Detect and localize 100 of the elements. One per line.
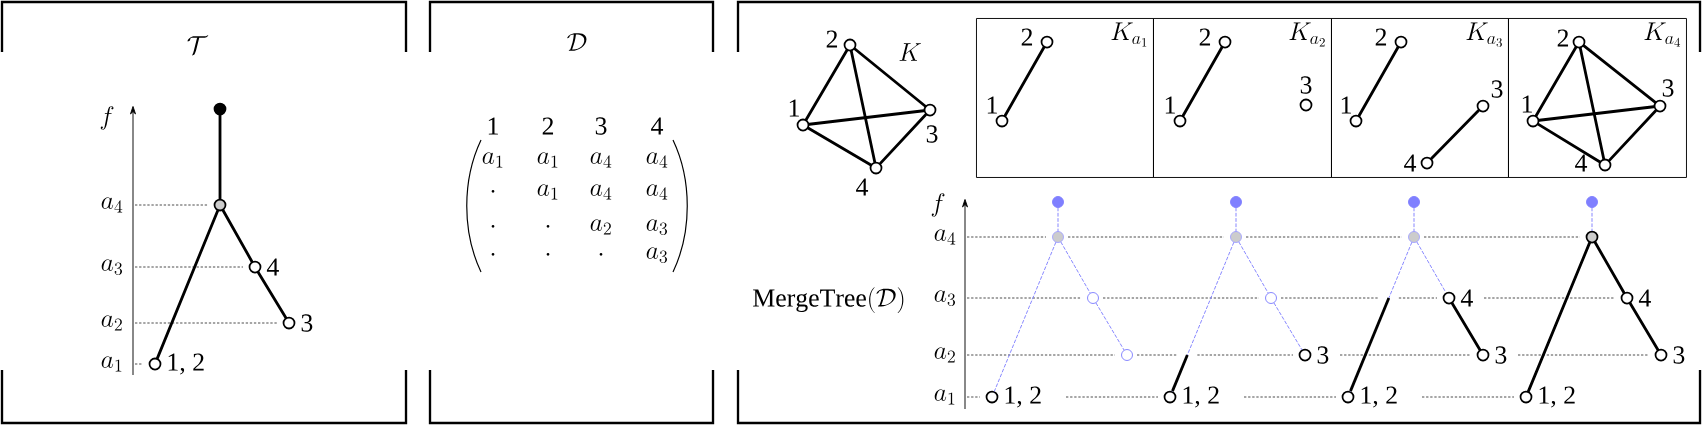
vertex-label: 3 xyxy=(1300,76,1312,94)
vertex-label: 1, 2 xyxy=(1361,386,1397,408)
matrix-entry: $a_4$ xyxy=(590,184,612,200)
graph-edge xyxy=(807,109,926,126)
vertex xyxy=(1230,231,1242,243)
tree-branch xyxy=(1591,207,1593,232)
vertex xyxy=(1052,196,1064,208)
column-index: 4 xyxy=(651,117,664,135)
tree-branch xyxy=(1060,241,1091,294)
vertex-label: 3 xyxy=(1317,346,1329,364)
graph-edge xyxy=(853,47,927,108)
graph-edge xyxy=(878,113,928,165)
vertex-label: 2 xyxy=(1375,28,1387,46)
vertex xyxy=(1408,196,1420,208)
vertex xyxy=(1087,292,1099,304)
tree-branch xyxy=(1273,302,1303,350)
vertex-label: 4 xyxy=(1575,154,1588,172)
level-label: $a_1$ xyxy=(934,389,955,405)
graph-edge xyxy=(1607,109,1658,162)
level-label: $a_3$ xyxy=(934,290,955,306)
graph-edge xyxy=(1181,46,1224,117)
matrix-entry: $a_3$ xyxy=(646,219,667,235)
column-index: 1 xyxy=(488,117,498,135)
graph-edge xyxy=(1003,46,1046,117)
tree-branch xyxy=(1095,302,1125,351)
vertex xyxy=(1408,231,1420,243)
vertex-label: 4 xyxy=(1638,289,1651,307)
level-label: $a_1$ xyxy=(101,356,122,372)
panel-title: $\mathcal{D}$ xyxy=(567,33,587,51)
vertex-label: 4 xyxy=(1404,154,1417,172)
level-label: $a_2$ xyxy=(934,347,955,363)
matrix-entry: $a_1$ xyxy=(537,184,558,200)
vertex-label: 3 xyxy=(926,125,938,143)
tree-label: $\mathrm{MergeTree}(\mathcal{D})$ xyxy=(753,287,904,313)
matrix-entry: $\cdot$ xyxy=(491,189,495,193)
graph-edge xyxy=(1534,46,1578,117)
vertex-label: 1 xyxy=(1165,96,1175,114)
matrix-entry: $a_2$ xyxy=(590,219,611,235)
vertex-label: 3 xyxy=(1495,346,1507,364)
vertex xyxy=(1121,349,1133,361)
matrix-entry: $a_1$ xyxy=(482,152,503,168)
vertex-label: 1, 2 xyxy=(1183,386,1219,408)
column-index: 2 xyxy=(542,117,554,135)
matrix-entry: $\cdot$ xyxy=(599,252,603,256)
vertex-label: 3 xyxy=(1673,346,1685,364)
vertex xyxy=(1265,292,1277,304)
matrix-entry: $\cdot$ xyxy=(491,252,495,256)
tree-branch xyxy=(218,113,222,201)
vertex-label: 4 xyxy=(1460,289,1473,307)
tree-branch xyxy=(1628,302,1660,351)
tree-branch xyxy=(1235,207,1237,232)
level-label: $a_4$ xyxy=(101,197,123,213)
vertex-label: 1 xyxy=(1522,95,1532,113)
matrix-entry: $a_4$ xyxy=(590,152,612,168)
tree-branch xyxy=(1450,302,1482,351)
graph-edge xyxy=(849,49,877,164)
graph-edge xyxy=(1582,44,1657,104)
graph-edge xyxy=(1578,46,1606,161)
axis-label: $f$ xyxy=(100,106,114,130)
axis-label: $f$ xyxy=(931,193,945,217)
vertex-label: 2 xyxy=(826,30,838,48)
matrix-entry: $a_3$ xyxy=(646,247,667,263)
vertex xyxy=(213,198,227,212)
graph-label: $K$ xyxy=(899,43,921,61)
vertex-label: 1 xyxy=(789,99,799,117)
level-label: $a_3$ xyxy=(101,259,122,275)
graph-edge xyxy=(807,126,872,167)
vertex-label: 1, 2 xyxy=(168,353,204,375)
graph-edge xyxy=(1430,109,1480,160)
panel-title: $\mathcal{T}$ xyxy=(187,35,209,56)
tree-branch xyxy=(1527,241,1591,393)
vertex-label: 1, 2 xyxy=(1005,386,1041,408)
level-label: $a_4$ xyxy=(934,229,956,245)
tree-branch xyxy=(1057,207,1059,232)
tree-branch xyxy=(993,242,1057,392)
vertex-label: 4 xyxy=(856,178,869,196)
vertex-label: 1 xyxy=(987,96,997,114)
matrix-entry: $a_1$ xyxy=(537,152,558,168)
vertex xyxy=(1586,196,1598,208)
vertex xyxy=(213,102,227,116)
vertex-label: 4 xyxy=(266,258,279,276)
tree-branch xyxy=(1593,241,1626,294)
graph-edge xyxy=(804,49,849,121)
tree-branch xyxy=(1349,242,1413,392)
matrix-entry: $a_4$ xyxy=(646,184,668,200)
vertex-label: 3 xyxy=(1491,80,1503,98)
tree-branch xyxy=(1416,241,1447,293)
vertex-label: 2 xyxy=(1557,29,1569,47)
tree-branch xyxy=(1238,241,1269,294)
tree-branch xyxy=(256,271,288,319)
vertex xyxy=(1585,230,1599,244)
vertex xyxy=(1052,231,1064,243)
column-index: 3 xyxy=(595,117,607,135)
tree-branch xyxy=(1413,207,1415,232)
matrix-entry: $\cdot$ xyxy=(546,252,550,256)
tree-branch xyxy=(1171,242,1235,392)
vertex-label: 1 xyxy=(1341,96,1351,114)
vertex-label: 2 xyxy=(1021,28,1033,46)
tree-branch xyxy=(221,209,254,263)
vertex-label: 3 xyxy=(301,314,313,332)
